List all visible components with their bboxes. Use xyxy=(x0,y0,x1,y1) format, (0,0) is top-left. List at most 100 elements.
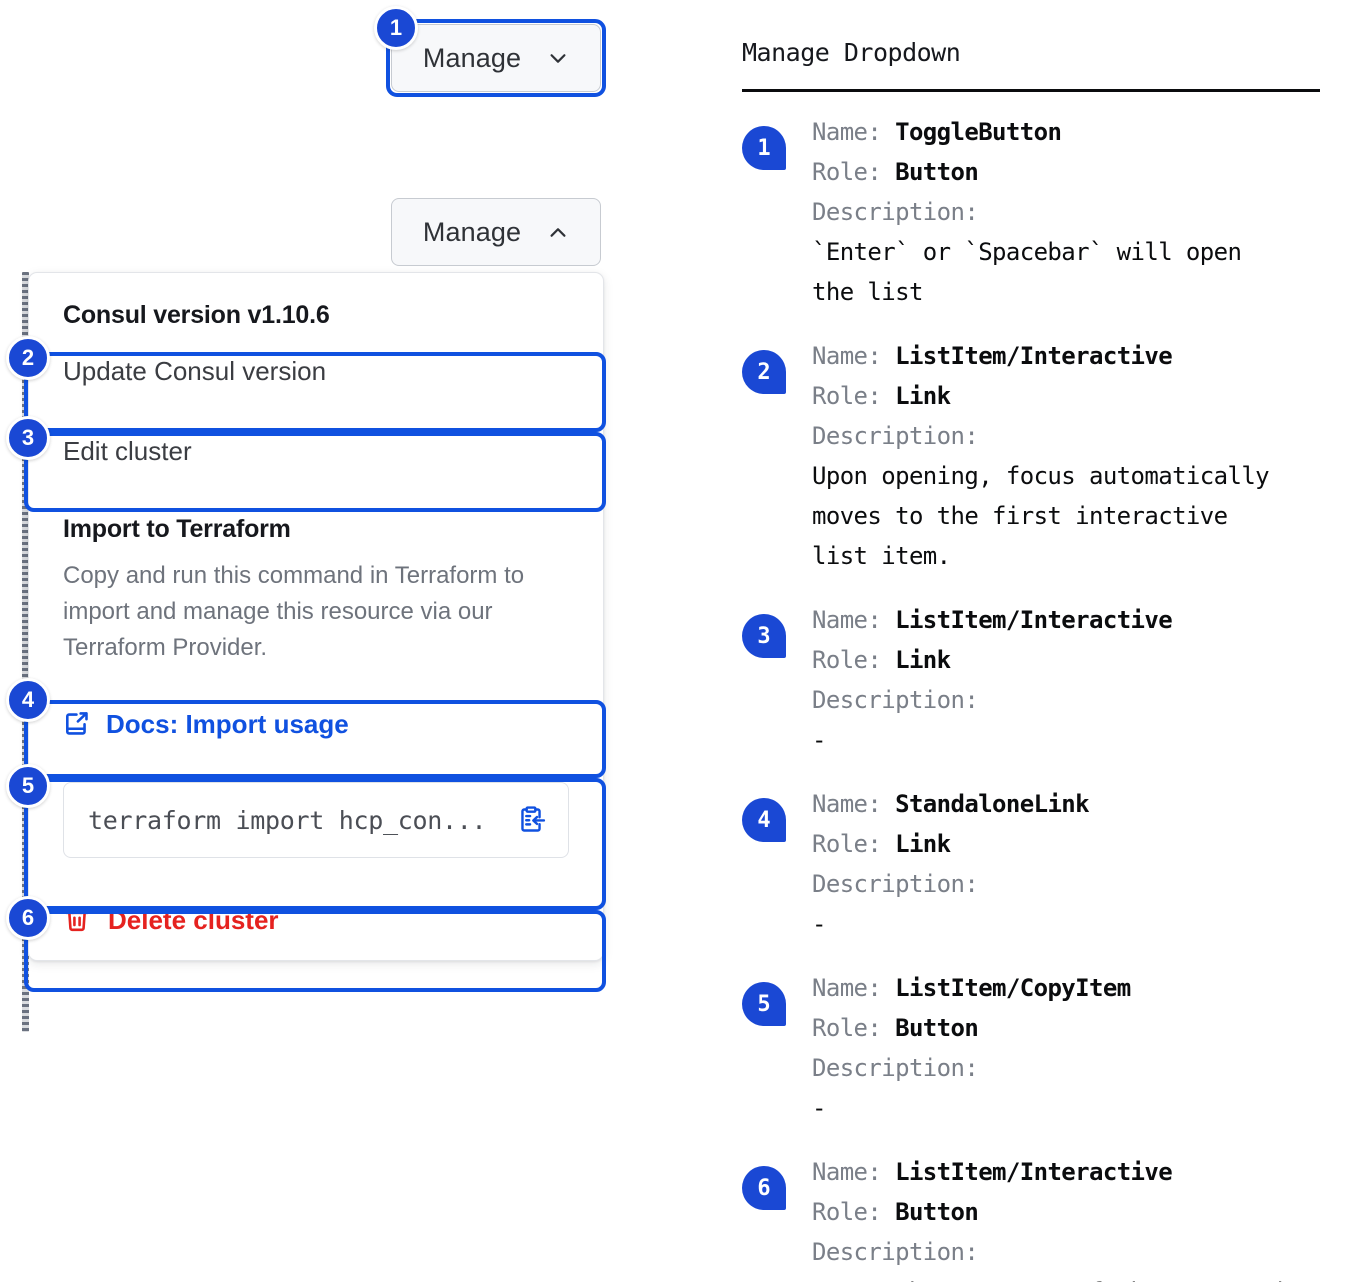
spec-name-value: ListItem/CopyItem xyxy=(895,974,1131,1002)
menu-item-docs-import-usage[interactable]: Docs: Import usage xyxy=(29,684,603,764)
spec-name-label: Name: xyxy=(812,606,896,634)
spec-role: Role: Button xyxy=(812,1192,1320,1232)
spec-name-value: StandaloneLink xyxy=(895,790,1089,818)
delete-cluster-label: Delete cluster xyxy=(108,904,279,935)
manage-dropdown-menu: Consul version v1.10.6 Update Consul ver… xyxy=(28,272,604,961)
spec-badge-1: 1 xyxy=(742,126,786,170)
spec-role-value: Button xyxy=(895,1198,979,1226)
spec-name: Name: StandaloneLink xyxy=(812,784,1320,824)
chevron-down-icon xyxy=(547,47,569,69)
spec-name-value: ToggleButton xyxy=(895,118,1062,146)
pin-marker-5: 5 xyxy=(6,764,50,808)
spec-badge-3: 3 xyxy=(742,614,786,658)
spec-role: Role: Link xyxy=(812,640,1320,680)
spec-name: Name: ListItem/Interactive xyxy=(812,336,1320,376)
spec-role-label: Role: xyxy=(812,158,896,186)
spec-role-value: Link xyxy=(895,830,951,858)
spec-name-label: Name: xyxy=(812,1158,896,1186)
docs-link-label: Docs: Import usage xyxy=(106,708,349,739)
manage-toggle-button-closed[interactable]: Manage xyxy=(391,24,601,92)
menu-item-edit-cluster[interactable]: Edit cluster xyxy=(29,411,603,491)
spec-name-value: ListItem/Interactive xyxy=(895,606,1173,634)
spec-name-value: ListItem/Interactive xyxy=(895,342,1173,370)
spec-description-label: Description: xyxy=(812,686,979,714)
spec-role: Role: Button xyxy=(812,152,1320,192)
pin-marker-6: 6 xyxy=(6,896,50,940)
menu-item-update-consul-version[interactable]: Update Consul version xyxy=(29,331,603,411)
terraform-command-wrapper: terraform import hcp_con... xyxy=(29,764,603,880)
spec-name: Name: ListItem/Interactive xyxy=(812,1152,1320,1192)
spec-description-value: - xyxy=(812,1094,826,1122)
spec-role-label: Role: xyxy=(812,1198,896,1226)
spec-description-label: Description: xyxy=(812,870,979,898)
spec-name-label: Name: xyxy=(812,118,896,146)
spec-role-value: Button xyxy=(895,158,979,186)
import-to-terraform-title: Import to Terraform xyxy=(63,515,291,543)
chevron-up-icon xyxy=(547,221,569,243)
spec-badge-4: 4 xyxy=(742,798,786,842)
spec-panel-divider xyxy=(742,89,1320,92)
spec-role-value: Button xyxy=(895,1014,979,1042)
menu-item-label: Update Consul version xyxy=(63,355,327,386)
spec-name: Name: ListItem/CopyItem xyxy=(812,968,1320,1008)
spec-role-label: Role: xyxy=(812,646,896,674)
spec-description-label: Description: xyxy=(812,422,979,450)
consul-version-heading: Consul version v1.10.6 xyxy=(63,301,330,329)
clipboard-copy-icon[interactable] xyxy=(516,805,546,835)
spec-role: Role: Link xyxy=(812,824,1320,864)
spec-badge-6: 6 xyxy=(742,1166,786,1210)
terraform-command-text: terraform import hcp_con... xyxy=(88,805,487,835)
spec-description-value: `Enter` or `Spacebar` will open the list xyxy=(812,238,1242,306)
spec-role-value: Link xyxy=(895,382,951,410)
spec-role-label: Role: xyxy=(812,1014,896,1042)
import-to-terraform-description: Copy and run this command in Terraform t… xyxy=(63,562,525,661)
spec-role-value: Link xyxy=(895,646,951,674)
menu-scroll-indicator[interactable] xyxy=(22,272,29,1032)
spec-name: Name: ListItem/Interactive xyxy=(812,600,1320,640)
spec-badge-5: 5 xyxy=(742,982,786,1026)
docs-external-link-icon xyxy=(63,710,91,738)
pin-marker-3: 3 xyxy=(6,416,50,460)
terraform-command-field[interactable]: terraform import hcp_con... xyxy=(63,782,569,858)
menu-item-delete-cluster[interactable]: Delete cluster xyxy=(29,880,603,960)
manage-toggle-label-open: Manage xyxy=(422,216,522,247)
spec-role: Role: Link xyxy=(812,376,1320,416)
spec-description-label: Description: xyxy=(812,1054,979,1082)
spec-panel-title: Manage Dropdown xyxy=(742,38,961,67)
spec-description-value: - xyxy=(812,726,826,754)
spec-description-value: Upon opening, focus automatically moves … xyxy=(812,462,1270,570)
spec-description-label: Description: xyxy=(812,198,979,226)
manage-toggle-label-closed: Manage xyxy=(422,42,522,73)
menu-item-label: Edit cluster xyxy=(63,435,192,466)
spec-description-label: Description: xyxy=(812,1238,979,1266)
spec-role-label: Role: xyxy=(812,830,896,858)
component-preview-pane: Manage 1 Manage Consul version v1.10.6 U… xyxy=(6,6,606,1032)
spec-role: Role: Button xyxy=(812,1008,1320,1048)
spec-name: Name: ToggleButton xyxy=(812,112,1320,152)
trash-icon xyxy=(63,906,91,934)
spec-name-label: Name: xyxy=(812,342,896,370)
pin-marker-4: 4 xyxy=(6,678,50,722)
spec-description-value: - xyxy=(812,910,826,938)
spec-name-value: ListItem/Interactive xyxy=(895,1158,1173,1186)
pin-marker-1: 1 xyxy=(374,6,418,50)
spec-description-value: Next tab moves out of the menu and to th… xyxy=(812,1272,1320,1282)
spec-name-label: Name: xyxy=(812,974,896,1002)
spec-badge-2: 2 xyxy=(742,350,786,394)
manage-toggle-button-open[interactable]: Manage xyxy=(391,198,601,266)
